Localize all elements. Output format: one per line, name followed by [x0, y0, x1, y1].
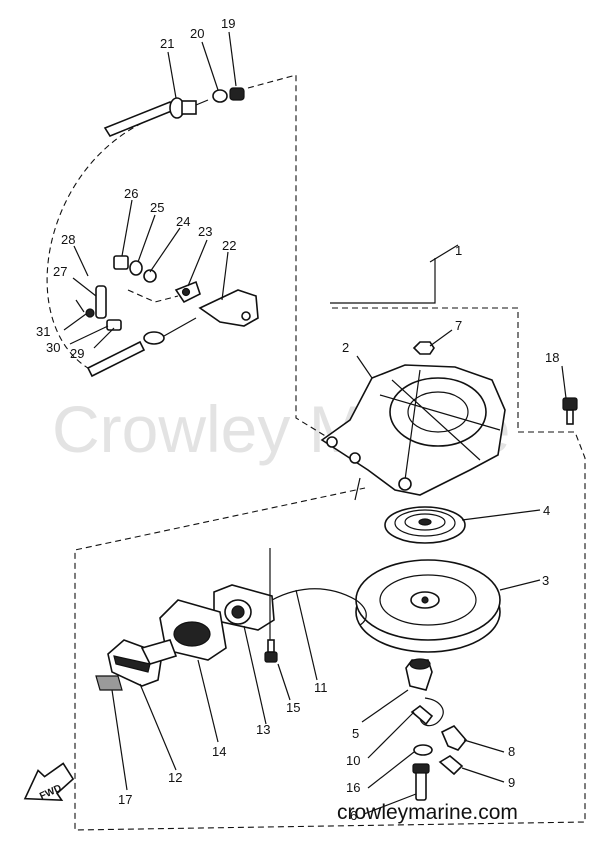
callout-9: 9: [508, 775, 515, 790]
callout-7: 7: [455, 318, 462, 333]
callout-27: 27: [53, 264, 67, 279]
callout-22: 22: [222, 238, 236, 253]
callout-8: 8: [508, 744, 515, 759]
callout-1: 1: [455, 243, 462, 258]
sheave-pulley: [355, 559, 501, 653]
footer-url: crowleymarine.com: [337, 801, 518, 824]
callout-24: 24: [176, 214, 190, 229]
callout-30: 30: [46, 340, 60, 355]
callout-2: 2: [342, 340, 349, 355]
fwd-arrow: FWD: [23, 762, 75, 802]
callout-16: 16: [346, 780, 360, 795]
screw-15: [264, 639, 278, 663]
starter-handle-assembly: [95, 584, 275, 691]
callout-25: 25: [150, 200, 164, 215]
callout-31: 31: [36, 324, 50, 339]
drive-parts: [405, 658, 468, 801]
callout-20: 20: [190, 26, 204, 41]
callout-28: 28: [61, 232, 75, 247]
starter-rope: [271, 588, 367, 626]
starter-case: [320, 364, 506, 496]
callout-29: 29: [70, 346, 84, 361]
callout-14: 14: [212, 744, 226, 759]
callout-18: 18: [545, 350, 559, 365]
nut: [412, 341, 435, 355]
callout-13: 13: [256, 722, 270, 737]
callout-15: 15: [286, 700, 300, 715]
callout-5: 5: [352, 726, 359, 741]
spiral-spring: [384, 506, 466, 544]
callout-3: 3: [542, 573, 549, 588]
bolt-18: [562, 397, 578, 425]
assembly-boundary-lines: [46, 74, 586, 831]
callout-23: 23: [198, 224, 212, 239]
callout-10: 10: [346, 753, 360, 768]
callout-26: 26: [124, 186, 138, 201]
callout-17: 17: [118, 792, 132, 807]
cable-assembly: [103, 87, 245, 137]
callout-11: 11: [314, 680, 328, 695]
callout-4: 4: [543, 503, 550, 518]
callout-6: 6: [350, 808, 357, 823]
leader-lines: [63, 31, 567, 815]
callout-numbers: 1 2 3 4 5 6 7 8 9 10 11 12 13 14 15 16 1…: [36, 16, 559, 823]
linkage-assembly: [75, 255, 259, 378]
callout-21: 21: [160, 36, 174, 51]
callout-12: 12: [168, 770, 182, 785]
callout-19: 19: [221, 16, 235, 31]
